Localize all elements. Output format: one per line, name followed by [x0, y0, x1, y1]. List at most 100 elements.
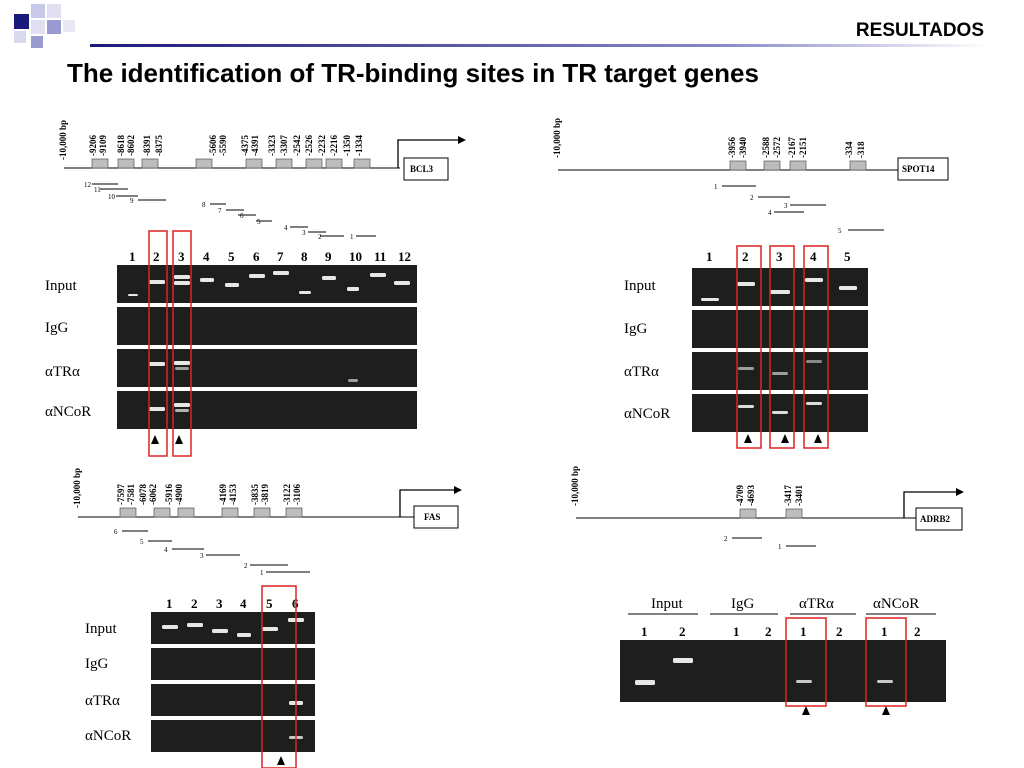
- adrb2-binding-site: [739, 508, 757, 519]
- fas-row-label: αTRα: [85, 693, 120, 709]
- fas-position-label: -3122: [282, 484, 292, 505]
- triangle-marker-icon: [744, 434, 752, 443]
- bcl3-fragment-label: 5: [257, 218, 261, 226]
- fas-lane-number: 2: [191, 596, 198, 611]
- spot14-position-label: -3956: [727, 137, 737, 158]
- bcl3-lane-number: 9: [325, 249, 332, 264]
- corner-square: [63, 20, 75, 32]
- fas-gel-band: [262, 627, 278, 631]
- bcl3-binding-site: [91, 158, 109, 169]
- spot14-gel-band: [805, 278, 823, 282]
- spot14-highlight-box: [803, 245, 829, 449]
- adrb2-gene-label: ADRB2: [920, 514, 951, 524]
- fas-position-label: -6078: [138, 484, 148, 505]
- fas-binding-site: [177, 507, 195, 518]
- spot14-gel-band: [737, 282, 755, 286]
- adrb2-fragment-label: 1: [778, 543, 782, 551]
- bcl3-gel-band: [149, 280, 165, 284]
- fas-panel: -10,000 bp -7597-7581-6078-6062-5916-490…: [72, 468, 462, 768]
- bcl3-binding-site: [275, 158, 293, 169]
- fas-positions: -7597-7581-6078-6062-5916-4900-4169-4153…: [116, 484, 302, 505]
- adrb2-lane-number: 1: [733, 624, 740, 639]
- bcl3-position-label: -8602: [126, 135, 136, 156]
- bcl3-position-label: -4375: [240, 135, 250, 156]
- spot14-position-label: -318: [856, 141, 866, 158]
- fas-binding-site: [153, 507, 171, 518]
- adrb2-lane-number: 1: [800, 624, 807, 639]
- fas-position-label: -7581: [126, 484, 136, 505]
- bcl3-gel-band: [249, 274, 265, 278]
- fas-lane-number: 4: [240, 596, 247, 611]
- fas-gel-band: [237, 633, 251, 637]
- adrb2-fragments: 21: [724, 535, 816, 551]
- corner-square: [47, 20, 61, 34]
- spot14-site-boxes: [729, 160, 867, 171]
- spot14-gel-band: [806, 360, 822, 363]
- bcl3-fragment-label: 2: [318, 233, 322, 241]
- bcl3-gel-band: [175, 367, 189, 370]
- fas-position-label: -3819: [260, 484, 270, 505]
- spot14-position-label: -2151: [798, 137, 808, 158]
- spot14-binding-site: [729, 160, 747, 171]
- fas-position-label: -3835: [250, 484, 260, 505]
- bcl3-fragment-label: 3: [302, 229, 306, 237]
- bcl3-binding-site: [245, 158, 263, 169]
- adrb2-gel: [620, 617, 946, 715]
- adrb2-position-label: -4709: [735, 485, 745, 506]
- fas-highlight-box: [261, 585, 297, 768]
- spot14-gel-strip: [692, 268, 868, 306]
- fas-row-label: αNCoR: [85, 728, 131, 744]
- bcl3-site-boxes: [91, 158, 371, 169]
- triangle-marker-icon: [277, 756, 285, 765]
- bcl3-lane-number: 11: [374, 249, 386, 264]
- arrow-head-icon: [956, 488, 964, 496]
- fas-row-label: Input: [85, 621, 117, 637]
- spot14-highlight-box: [769, 245, 795, 449]
- spot14-gel-band: [839, 286, 857, 290]
- bcl3-fragment-label: 10: [108, 193, 116, 201]
- spot14-highlight-box: [736, 245, 762, 449]
- bcl3-gel-band: [174, 275, 190, 279]
- spot14-row-label: IgG: [624, 321, 647, 337]
- bcl3-gene-label: BCL3: [410, 164, 434, 174]
- fas-row-label: IgG: [85, 656, 108, 672]
- bcl3-scale: -10,000 bp: [58, 120, 68, 160]
- bcl3-position-label: -9109: [98, 135, 108, 156]
- bcl3-gel-band: [175, 409, 189, 412]
- bcl3-gel-band: [273, 271, 289, 275]
- bcl3-gel-band: [322, 276, 336, 280]
- spot14-binding-site: [789, 160, 807, 171]
- bcl3-binding-site: [325, 158, 343, 169]
- bcl3-position-label: -9206: [88, 135, 98, 156]
- bcl3-gel-band: [394, 281, 410, 285]
- bcl3-gel-strip: [117, 307, 417, 345]
- bcl3-row-label: IgG: [45, 320, 68, 336]
- fas-position-label: -4169: [218, 484, 228, 505]
- triangle-marker-icon: [814, 434, 822, 443]
- adrb2-positions: -4709-4693-3417-3401: [735, 485, 804, 506]
- fas-binding-site: [221, 507, 239, 518]
- bcl3-fragment-label: 12: [84, 181, 92, 189]
- adrb2-binding-site: [785, 508, 803, 519]
- fas-position-label: -4153: [228, 484, 238, 505]
- fas-gel-strip: [151, 684, 315, 716]
- adrb2-group-label: IgG: [731, 596, 754, 612]
- spot14-gel-band: [772, 411, 788, 414]
- spot14-gene-box: [897, 157, 949, 181]
- header-rule: [90, 44, 990, 47]
- adrb2-gel-band: [877, 680, 893, 683]
- fas-position-label: -4900: [174, 484, 184, 505]
- fas-position-label: -3106: [292, 484, 302, 505]
- fas-gel-band: [187, 623, 203, 627]
- bcl3-binding-site: [141, 158, 159, 169]
- spot14-gel-band: [701, 298, 719, 301]
- bcl3-gel-band: [174, 361, 190, 365]
- spot14-fragment-label: 1: [714, 183, 718, 191]
- adrb2-lane-number: 2: [836, 624, 843, 639]
- spot14-gel: [692, 245, 868, 449]
